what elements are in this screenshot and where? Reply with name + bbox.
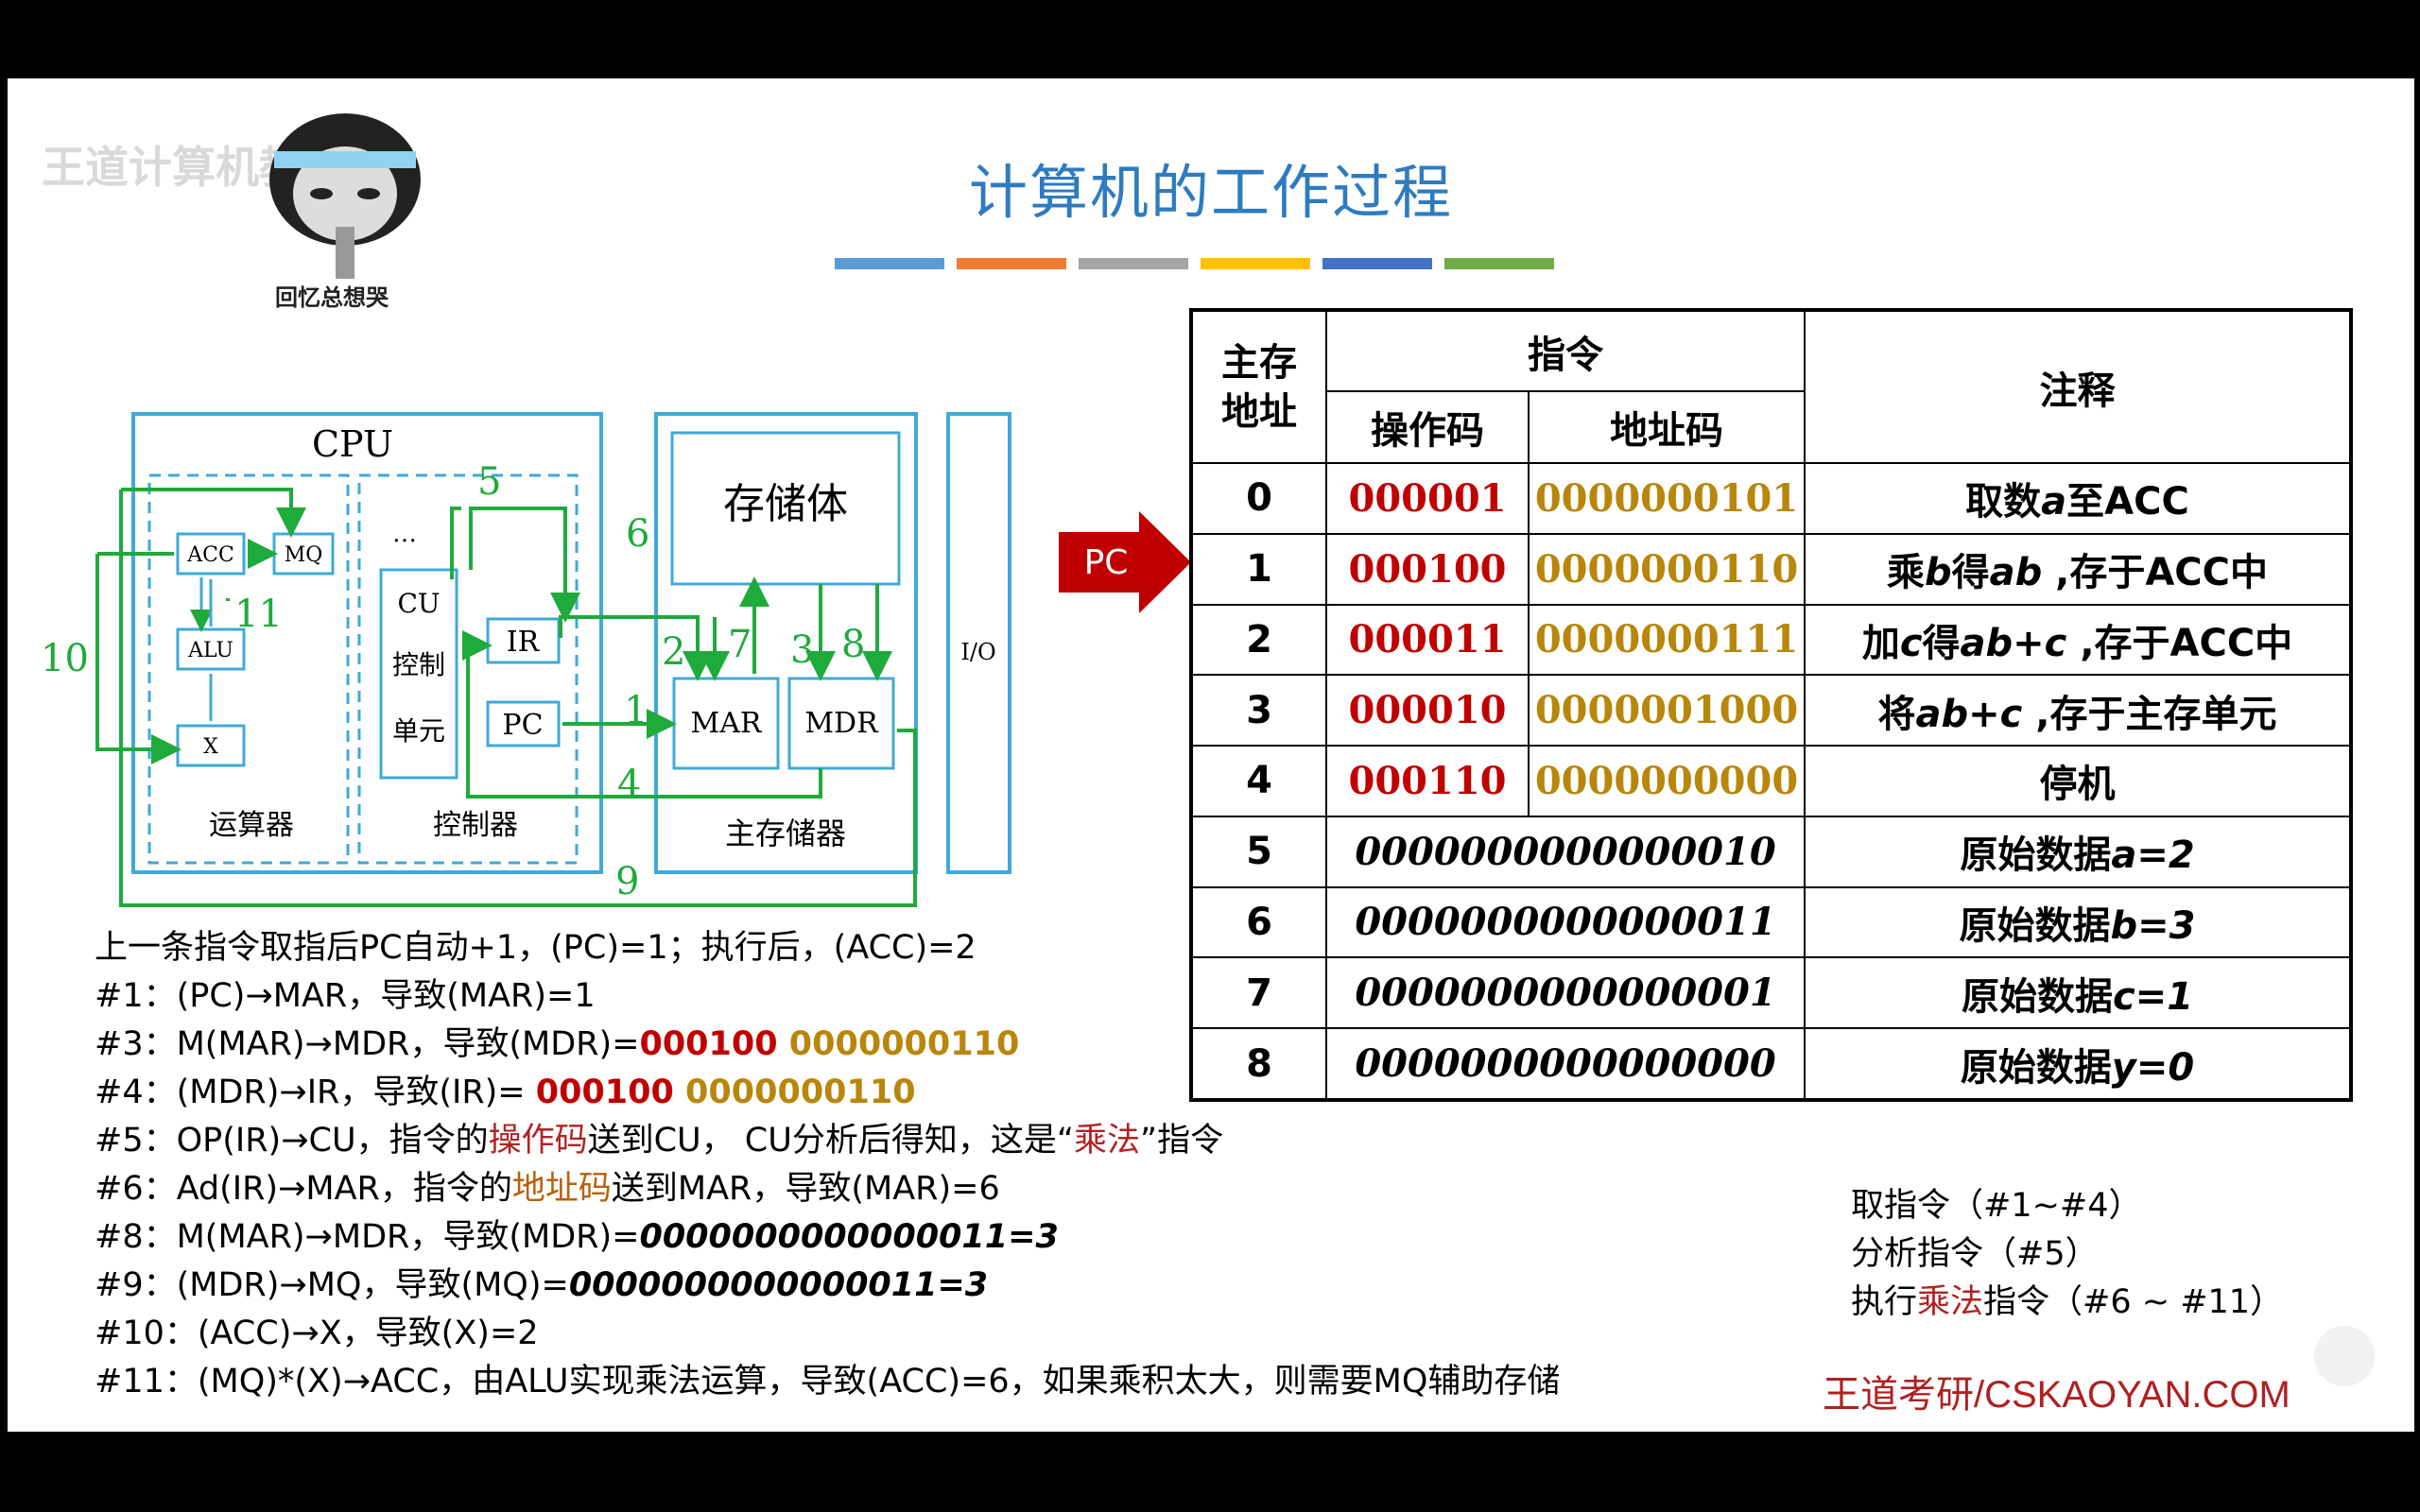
phase-legend: 取指令（#1~#4） 分析指令（#5） 执行乘法指令（#6 ~ #11）: [1851, 1182, 2283, 1327]
step-line: 上一条指令取指后PC自动+1，(PC)=1；执行后，(ACC)=2: [95, 929, 977, 967]
color-bar: [835, 258, 944, 269]
table-row: 8 0000000000000000 原始数据y=0: [1190, 1027, 2352, 1101]
step-line: #3：M(MAR)→MDR，导致(MDR)=000100 0000000110: [95, 1025, 1020, 1063]
step-line: #8：M(MAR)→MDR，导致(MDR)=0000000000000011=3: [95, 1218, 1059, 1256]
alu-unit-box: [147, 473, 350, 865]
alu-label: ALU: [187, 639, 233, 662]
play-icon[interactable]: [2314, 1326, 2375, 1386]
header-address-code: 地址码: [1528, 390, 1806, 464]
table-row: 0 000001 0000000101 取数a至ACC: [1190, 462, 2352, 535]
header-instruction: 指令: [1325, 309, 1806, 392]
meme-caption: 回忆总想哭: [275, 284, 389, 311]
ir-label: IR: [507, 626, 541, 659]
step-line: #1：(PC)→MAR，导致(MAR)=1: [95, 977, 596, 1015]
header-opcode: 操作码: [1325, 390, 1530, 464]
cu-dots: …: [392, 520, 417, 548]
cu-block: [379, 568, 458, 780]
step-line: #11：(MQ)*(X)→ACC，由ALU实现乘法运算，导致(ACC)=6，如果…: [95, 1363, 1561, 1400]
step-num-6: 6: [626, 512, 649, 556]
step-list: 上一条指令取指后PC自动+1，(PC)=1；执行后，(ACC)=2 #1：(PC…: [95, 924, 1560, 1406]
header-note: 注释: [1804, 309, 2352, 464]
step-num-10: 10: [41, 637, 89, 680]
slide: 王道计算机教育 回忆总想哭 计算机的工作过程 CPU ACC MQ ALU X …: [8, 78, 2414, 1432]
acc-label: ACC: [186, 543, 234, 567]
computer-architecture-diagram: CPU ACC MQ ALU X 运算器 CU 控制 单元 … IR PC 控制…: [41, 412, 1011, 907]
table-row: 6 0000000000000011 原始数据b=3: [1190, 885, 2352, 959]
step-line: #5：OP(IR)→CU，指令的操作码送到CU， CU分析后得知，这是“乘法”指…: [95, 1122, 1224, 1160]
color-bar: [957, 258, 1066, 269]
legend-analyze: 分析指令（#5）: [1851, 1235, 2099, 1273]
step-line: #6：Ad(IR)→MAR，指令的地址码送到MAR，导致(MAR)=6: [95, 1170, 1000, 1208]
table-row: 2 000011 0000000111 加c得ab+c ,存于ACC中: [1190, 603, 2352, 677]
color-bar: [1079, 258, 1188, 269]
step-num-3: 3: [790, 628, 814, 672]
step-num-7: 7: [728, 623, 752, 666]
step-num-2: 2: [662, 630, 685, 674]
step-num-1: 1: [624, 689, 648, 732]
color-bar: [1201, 258, 1310, 269]
step-num-8: 8: [841, 623, 865, 666]
alu-unit-label: 运算器: [209, 809, 294, 842]
io-box: [946, 412, 1011, 874]
table-row: 4 000110 0000000000 停机: [1190, 745, 2352, 817]
legend-execute: 执行乘法指令（#6 ~ #11）: [1851, 1283, 2284, 1321]
table-row: 7 0000000000000001 原始数据c=1: [1190, 956, 2352, 1029]
io-label: I/O: [960, 639, 995, 665]
pc-reg-label: PC: [502, 709, 543, 742]
meme-avatar: [269, 113, 421, 279]
header-address: 主存地址: [1190, 309, 1327, 464]
mq-label: MQ: [285, 543, 323, 567]
color-bar: [1444, 258, 1554, 269]
pc-register: [486, 700, 561, 747]
step-line: #10：(ACC)→X，导致(X)=2: [95, 1314, 539, 1352]
step-line: #4：(MDR)→IR，导致(IR)= 000100 0000000110: [95, 1074, 916, 1111]
step-num-5: 5: [477, 460, 501, 504]
mdr-register: [787, 677, 895, 770]
control-unit-label: 控制器: [433, 809, 518, 842]
mar-label: MAR: [691, 707, 763, 740]
cu-label-3: 单元: [392, 715, 445, 747]
table-row: 1 000100 0000000110 乘b得ab ,存于ACC中: [1190, 532, 2352, 606]
cu-label-2: 控制: [392, 649, 445, 680]
color-bar: [1322, 258, 1432, 269]
step-num-4: 4: [617, 763, 641, 806]
x-label: X: [203, 735, 218, 759]
cpu-box: [131, 412, 603, 874]
pc-pointer-arrow: PC: [1059, 511, 1191, 613]
step-num-11: 11: [234, 593, 283, 636]
footer-brand: 王道考研/CSKAOYAN.COM: [1823, 1374, 2290, 1416]
storage-label: 存储体: [723, 480, 848, 528]
step-line: #9：(MDR)→MQ，导致(MQ)=0000000000000011=3: [95, 1266, 989, 1304]
table-row: 3 000010 0000001000 将ab+c ,存于主存单元: [1190, 674, 2352, 747]
storage-block: [670, 431, 901, 586]
step-num-9: 9: [615, 860, 639, 903]
pc-pointer-label: PC: [1084, 543, 1129, 582]
cpu-label: CPU: [312, 423, 393, 465]
legend-fetch: 取指令（#1~#4）: [1851, 1187, 2142, 1225]
acc-register: [176, 532, 246, 576]
mdr-label: MDR: [804, 707, 879, 740]
main-memory-box: [654, 412, 918, 874]
table-row: 5 0000000000000010 原始数据a=2: [1190, 815, 2352, 888]
memory-table: 主存地址 指令 注释 操作码 地址码 0 000001 0000000101 取…: [1189, 308, 2353, 1102]
page-title: 计算机的工作过程: [968, 158, 1453, 227]
cu-label: CU: [397, 588, 440, 619]
main-memory-label: 主存储器: [725, 816, 846, 851]
